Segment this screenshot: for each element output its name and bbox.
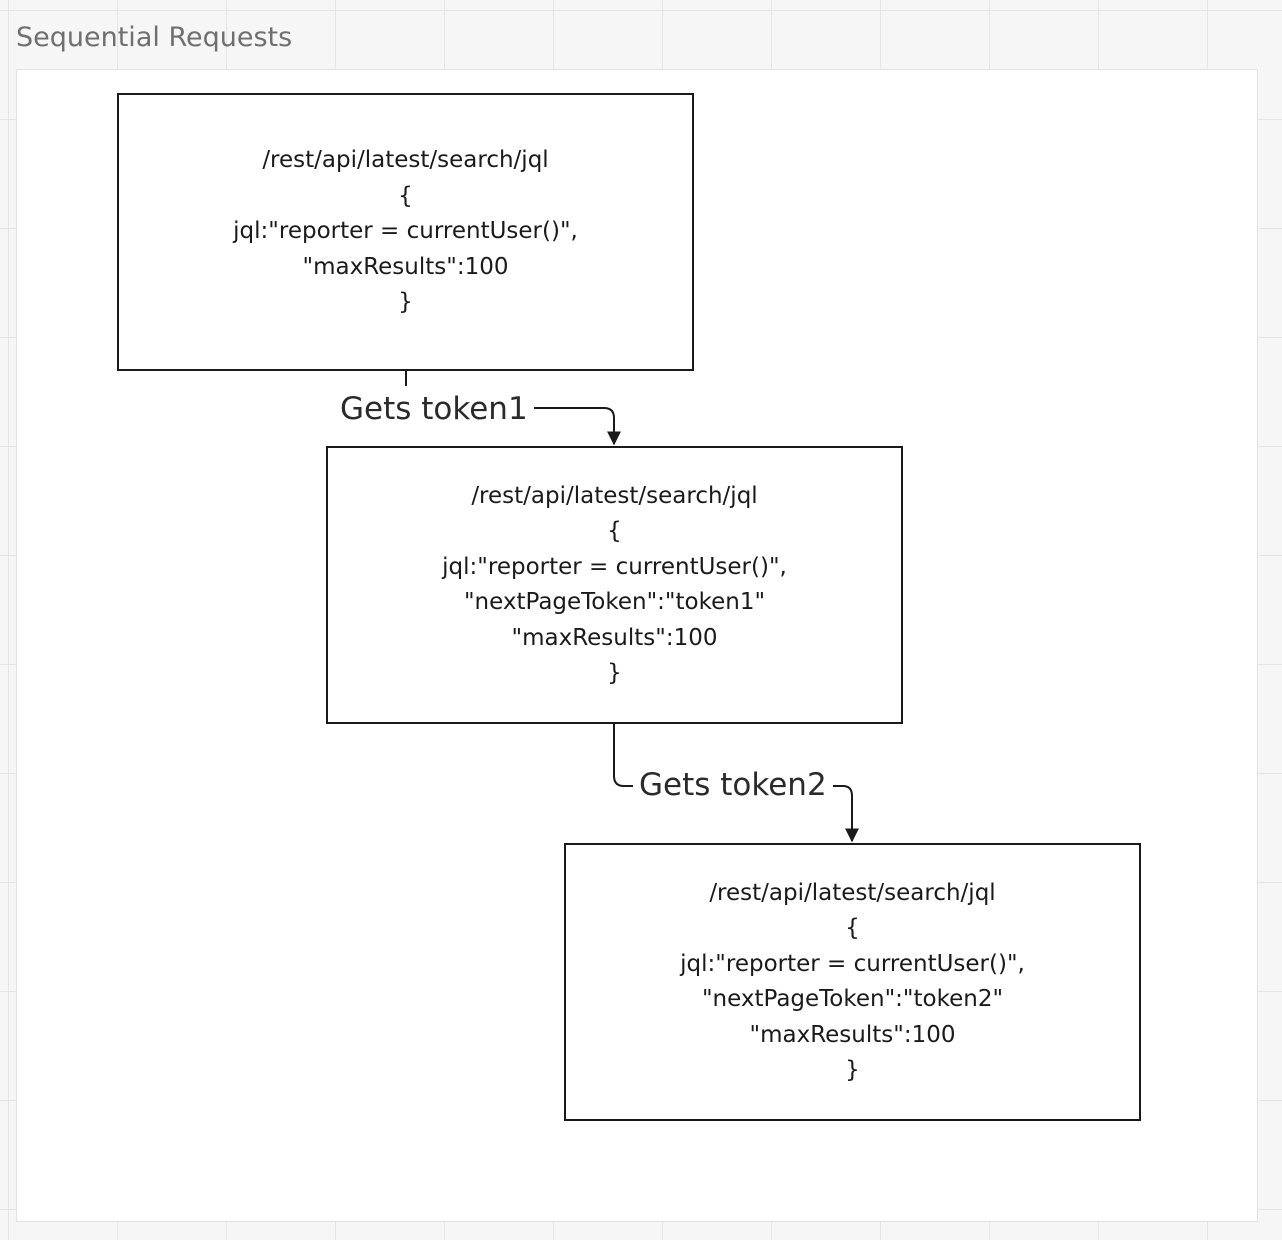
request-2-max-results: "maxResults":100 [511,624,718,651]
request-3-endpoint: /rest/api/latest/search/jql [709,879,996,906]
request-box-3[interactable]: /rest/api/latest/search/jql { jql:"repor… [564,843,1141,1121]
request-1-max-results: "maxResults":100 [302,253,509,280]
request-2-open-brace: { [607,518,622,544]
request-3-open-brace: { [845,915,860,941]
connector-label-1[interactable]: Gets token1 [334,389,534,429]
request-2-endpoint: /rest/api/latest/search/jql [471,482,758,509]
request-box-1[interactable]: /rest/api/latest/search/jql { jql:"repor… [117,93,694,371]
request-3-max-results: "maxResults":100 [749,1021,956,1048]
request-2-close-brace: } [607,660,622,686]
request-2-jql: jql:"reporter = currentUser()", [442,553,787,580]
request-2-next-page-token: "nextPageToken":"token1" [463,589,766,615]
request-1-jql: jql:"reporter = currentUser()", [233,218,578,245]
connector-label-2[interactable]: Gets token2 [633,765,833,805]
request-3-next-page-token: "nextPageToken":"token2" [701,986,1004,1012]
request-3-close-brace: } [845,1057,860,1083]
request-box-2[interactable]: /rest/api/latest/search/jql { jql:"repor… [326,446,903,724]
request-1-open-brace: { [398,182,413,209]
request-1-endpoint: /rest/api/latest/search/jql [262,147,549,174]
request-3-jql: jql:"reporter = currentUser()", [680,950,1025,977]
request-1-close-brace: } [398,289,413,316]
frame-title: Sequential Requests [16,22,293,53]
